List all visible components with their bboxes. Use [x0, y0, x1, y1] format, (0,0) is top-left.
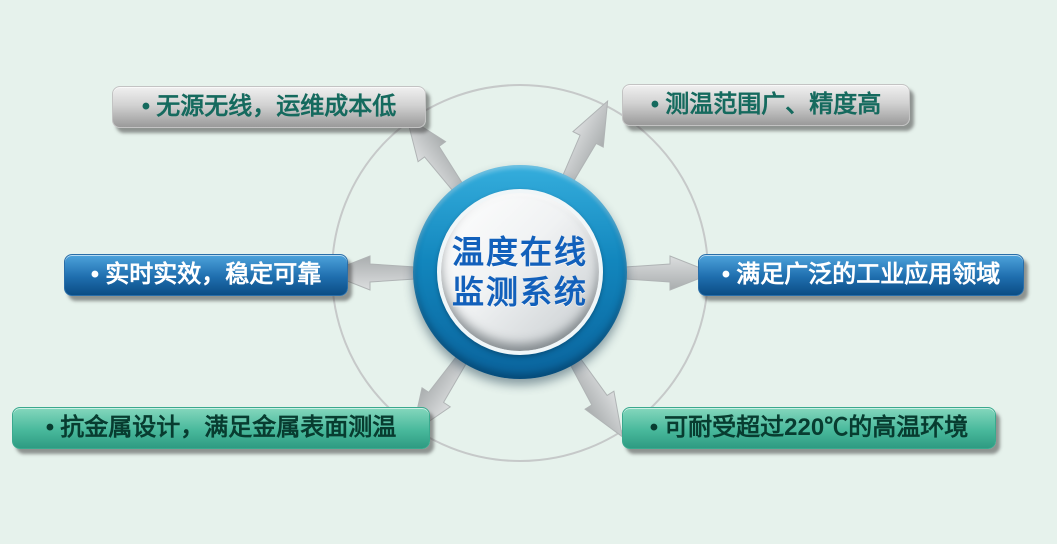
center-badge: 温度在线 监测系统 — [413, 165, 627, 379]
feature-box-industrial-applications: • 满足广泛的工业应用领域 — [698, 254, 1024, 296]
feature-label: 实时实效，稳定可靠 — [105, 261, 322, 288]
feature-label: 测温范围广、精度高 — [665, 91, 882, 118]
bullet-icon: • — [649, 414, 659, 441]
arrow-up-right-icon — [561, 99, 609, 183]
center-title-line1: 温度在线 — [451, 234, 588, 270]
center-title: 温度在线 监测系统 — [452, 232, 588, 312]
arrow-up-left-icon — [405, 115, 464, 193]
center-badge-inner: 温度在线 监测系统 — [437, 189, 603, 355]
bullet-icon: • — [650, 91, 660, 118]
bullet-icon: • — [721, 261, 731, 288]
feature-box-high-temperature: • 可耐受超过220℃的高温环境 — [622, 407, 996, 449]
bullet-icon: • — [141, 93, 151, 120]
feature-label: 满足广泛的工业应用领域 — [736, 261, 1001, 288]
bullet-icon: • — [90, 261, 100, 288]
feature-label: 可耐受超过220℃的高温环境 — [664, 414, 969, 441]
feature-box-passive-wireless: • 无源无线，运维成本低 — [112, 86, 426, 128]
feature-box-realtime-reliable: • 实时实效，稳定可靠 — [64, 254, 348, 296]
bullet-icon: • — [45, 414, 55, 441]
feature-label: 抗金属设计，满足金属表面测温 — [60, 414, 397, 441]
feature-label: 无源无线，运维成本低 — [156, 93, 397, 120]
arrow-down-right-icon — [569, 358, 623, 438]
arrow-left-icon — [325, 255, 416, 291]
radial-arrows — [325, 99, 715, 438]
arrow-right-icon — [624, 255, 715, 291]
feature-box-anti-metal-design: • 抗金属设计，满足金属表面测温 — [12, 407, 430, 449]
feature-box-measure-range: • 测温范围广、精度高 — [622, 84, 910, 126]
center-title-line2: 监测系统 — [451, 274, 588, 310]
